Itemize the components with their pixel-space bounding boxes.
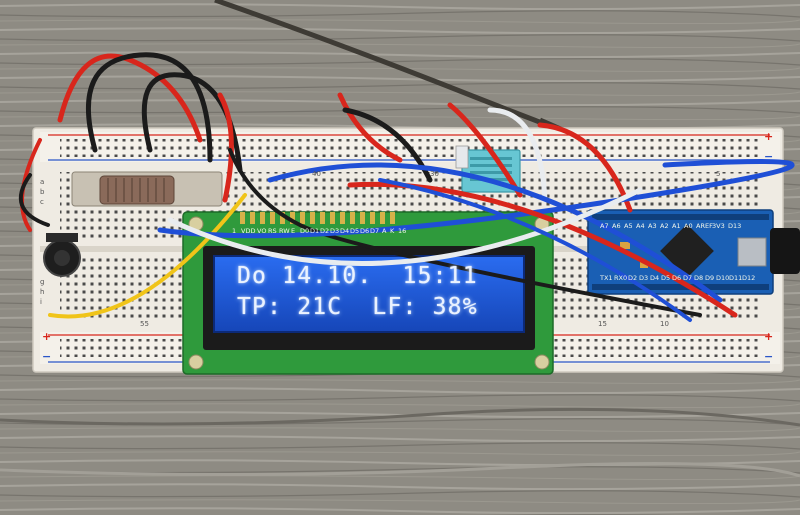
lcd-pin-label: D5 [350,227,360,235]
column-number: 10 [660,320,669,328]
nano-pin-label: D8 [694,274,704,282]
nano-pin-label: D3 [639,274,649,282]
nano-pin-label: A5 [624,222,633,230]
lcd-pin-label: D4 [340,227,350,235]
lcd-pin-label-1: 1 [232,227,237,235]
rail-plus-bottom: + [42,330,52,343]
row-letter: i [40,298,42,306]
lcd-pin-label: D7 [370,227,380,235]
lcd-pin-label-16: 16 [398,227,407,235]
rail-plus-top: + [764,130,774,143]
lcd-pin-label: D1 [310,227,320,235]
usb-port [737,237,767,267]
rail-minus-top: − [764,150,774,163]
nano-pin-label: D5 [661,274,671,282]
usb-cable [770,228,800,274]
row-letter: h [40,288,45,296]
lcd-pin-label: A [382,227,387,235]
lcd-pin-label: D3 [330,227,340,235]
column-number: 30 [430,170,439,178]
lcd-header-pins [240,212,395,224]
wires [18,52,795,322]
nano-pin-label: A1 [672,222,681,230]
nano-pin-label: RX0 [614,274,628,282]
nano-pin-label: A0 [684,222,693,230]
row-letter: g [40,278,45,286]
lcd-pin-label: D2 [320,227,330,235]
nano-pin-label: D9 [705,274,715,282]
nano-pin-label: D2 [628,274,638,282]
nano-pin-label: D7 [683,274,693,282]
lcd-pin-label: VO [257,227,267,235]
row-letter: b [40,188,45,196]
nano-pin-label: D11 [729,274,743,282]
lcd-pin-label: RW [279,227,290,235]
rail-minus-bottom: − [42,350,52,363]
nano-pin-label: A7 [600,222,609,230]
nano-pin-label: D12 [742,274,756,282]
lcd-pin-label: VDD [241,227,256,235]
lcd-pin-label: K [390,227,395,235]
nano-pin-label: D13 [728,222,742,230]
rail-plus-bottom-right: + [764,330,774,343]
nano-pin-label: A3 [648,222,657,230]
nano-pin-label: 3V3 [712,222,725,230]
nano-pin-label: TX1 [600,274,613,282]
lcd-pin-label: D6 [360,227,370,235]
lcd-pin-label: D0 [300,227,310,235]
column-number: 40 [312,170,321,178]
lcd-pin-label: E [291,227,296,235]
row-letter: a [40,178,45,186]
lcd-pin-label: RS [268,227,277,235]
nano-pin-label: AREF [696,222,713,230]
nano-pin-label: D10 [716,274,730,282]
column-number: 55 [140,320,149,328]
nano-pin-label: A6 [612,222,621,230]
nano-pin-label: A2 [660,222,669,230]
column-number: 15 [598,320,607,328]
nano-pin-label: A4 [636,222,645,230]
nano-pin-label: D4 [650,274,660,282]
lcd-line-2: TP: 21C LF: 38% [237,294,478,320]
lcd-line-1: Do 14.10. 15:11 [237,263,478,289]
column-number: 5 [716,170,721,178]
rail-minus-bottom-right: − [764,350,774,363]
row-letter: c [40,198,44,206]
nano-pin-label: D6 [672,274,682,282]
